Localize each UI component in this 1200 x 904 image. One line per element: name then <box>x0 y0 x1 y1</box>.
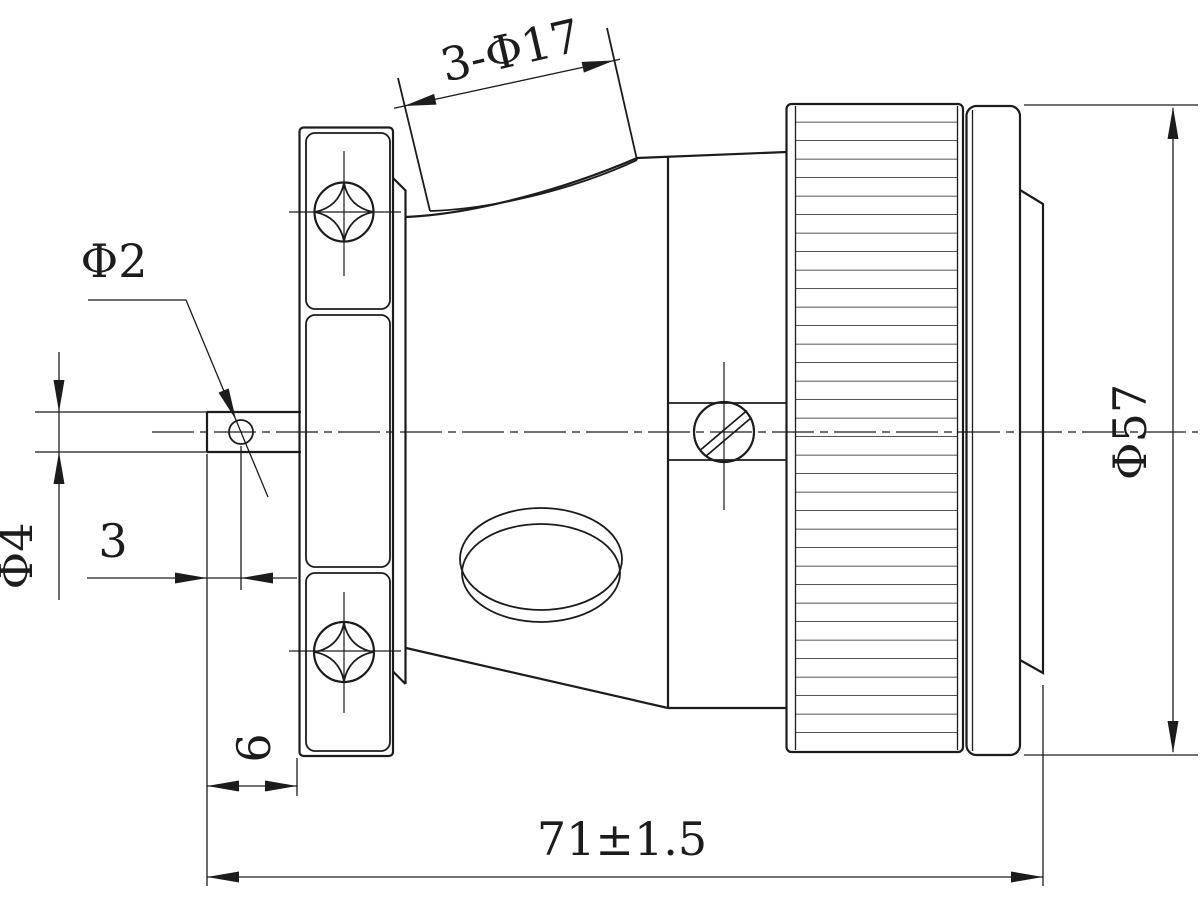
flange-mounting-hole-top <box>289 151 401 276</box>
mounting-flange <box>298 126 407 758</box>
hole-bottom-circle <box>312 620 376 684</box>
dim-cross-hole-leader <box>88 299 269 498</box>
body-behind-flange-edge <box>392 177 407 684</box>
dim-flange-holes-label: 3-Φ17 <box>436 8 586 92</box>
dim-pin-length-arrow-right <box>265 780 297 792</box>
screw-circle <box>692 400 756 464</box>
screw-hatch-1 <box>700 409 748 451</box>
dim-offset-arrow-left <box>175 572 207 584</box>
end-cap <box>965 104 1045 757</box>
dim-pin-dia-arrow-bottom <box>53 452 65 484</box>
ribbed-barrel <box>785 102 965 754</box>
hole-top-star <box>314 182 374 242</box>
dim-cross-hole-offset: 3 <box>87 446 297 886</box>
rib-lines <box>795 104 958 750</box>
dim-cross-hole-arrow <box>218 388 236 420</box>
flange-bottom-section <box>305 572 391 752</box>
coupling-section <box>669 362 787 510</box>
hole-bottom-star <box>314 622 374 682</box>
flange-outer-outline <box>298 126 395 758</box>
dim-cross-hole: Φ2 <box>81 234 269 498</box>
lobe-right-edge <box>606 27 638 161</box>
body-top-curve <box>405 156 638 219</box>
cable-ring-lower-ellipse <box>461 523 621 623</box>
dim-flange-holes: 3-Φ17 <box>393 8 621 109</box>
dim-shell-dia-arrow-bottom <box>1167 721 1179 753</box>
contact-pin <box>35 410 301 454</box>
pin-cross-hole <box>228 419 254 445</box>
flange-mounting-hole-bottom <box>289 592 401 713</box>
dim-pin-length-label: 6 <box>227 733 281 762</box>
dim-overall-arrow-right <box>1011 871 1043 883</box>
body-top-line <box>636 150 787 160</box>
dim-overall-length: 71±1.5 <box>207 685 1044 886</box>
dim-shell-dia-arrow-top <box>1167 107 1179 139</box>
dim-shell-dia-label: Φ57 <box>1103 384 1157 480</box>
dim-pin-dia: Φ4 <box>0 352 65 600</box>
lobe-bottom-curve <box>429 159 638 212</box>
body-bottom-slant <box>405 646 669 710</box>
hole-top-circle <box>313 181 375 243</box>
flange-top-section <box>305 132 391 310</box>
dim-flange-holes-arrow-right <box>581 60 614 73</box>
dim-offset-label: 3 <box>98 514 127 568</box>
dim-overall-arrow-left <box>207 871 239 883</box>
dim-flange-holes-arrow-left <box>404 93 437 106</box>
rotated-flange-lobe <box>397 27 638 212</box>
dim-offset-arrow-right <box>241 572 273 584</box>
lobe-left-edge <box>397 77 431 212</box>
front-body <box>405 150 787 710</box>
dim-overall-label: 71±1.5 <box>537 812 707 866</box>
barrel-outline <box>785 102 965 754</box>
dim-pin-dia-arrow-top <box>53 380 65 412</box>
body-behind-flange-bottom-chamfer <box>392 670 407 685</box>
dim-shell-dia: Φ57 <box>1024 104 1198 756</box>
cable-ring-upper-ellipse <box>459 507 623 611</box>
end-cap-outline <box>965 104 1022 757</box>
screw-hatch-2 <box>704 416 753 458</box>
dim-pin-length-arrow-left <box>207 780 239 792</box>
flange-middle-section <box>305 314 391 568</box>
dim-pin-length: 6 <box>207 733 298 796</box>
rear-spigot <box>1019 189 1045 675</box>
dim-pin-dia-label: Φ4 <box>0 523 43 590</box>
dim-cross-hole-label: Φ2 <box>81 234 148 288</box>
